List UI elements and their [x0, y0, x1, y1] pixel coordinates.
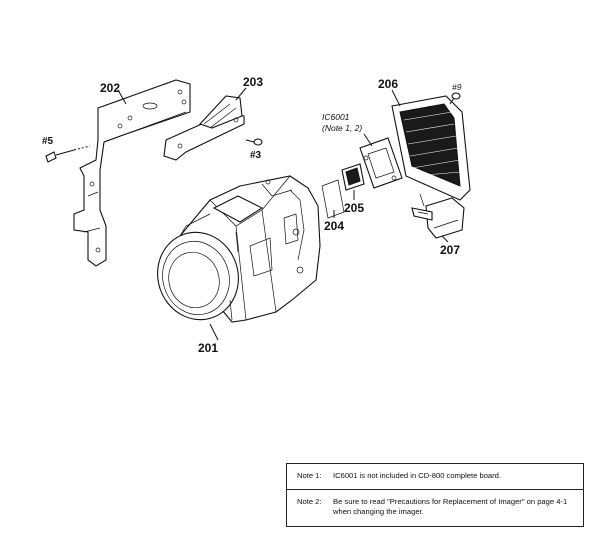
label-screw-5: #5	[42, 136, 54, 147]
leader-202	[117, 89, 127, 105]
part-203-bracket	[163, 95, 245, 161]
screw-3	[245, 138, 263, 146]
label-204: 204	[324, 219, 344, 233]
leader-207	[441, 235, 449, 243]
label-ic6001: IC6001	[322, 112, 350, 122]
leader-203	[235, 87, 247, 101]
label-203: 203	[243, 75, 263, 89]
label-206: 206	[378, 77, 398, 91]
label-ic6001-note: (Note 1, 2)	[322, 123, 362, 133]
part-201-lens-block	[157, 175, 321, 323]
screw-5	[45, 145, 91, 163]
screw-9	[449, 92, 461, 105]
label-202: 202	[100, 81, 120, 95]
note-1-text: IC6001 is not included in CD-800 complet…	[333, 471, 502, 480]
note-2: Note 2: Be sure to read "Precautions for…	[287, 494, 583, 517]
part-ic6001-imager	[359, 137, 403, 189]
part-204-sheet	[321, 179, 345, 219]
label-screw-9: #9	[452, 82, 462, 92]
part-207-board	[411, 193, 465, 239]
note-1: Note 1: IC6001 is not included in CD-800…	[287, 468, 583, 490]
part-202-bracket	[73, 79, 191, 267]
leader-201	[209, 323, 219, 341]
note-1-label: Note 1:	[297, 471, 322, 480]
note-2-label: Note 2:	[297, 497, 322, 506]
label-205: 205	[344, 201, 364, 215]
part-205-filter	[341, 163, 365, 191]
notes-box: Note 1: IC6001 is not included in CD-800…	[286, 463, 584, 527]
label-screw-3: #3	[250, 150, 262, 161]
leader-ic6001	[363, 133, 373, 147]
part-206-heat-sink	[391, 95, 471, 201]
note-2-text: Be sure to read "Precautions for Replace…	[333, 497, 568, 516]
label-201: 201	[198, 341, 218, 355]
leader-206	[391, 89, 401, 107]
label-207: 207	[440, 243, 460, 257]
